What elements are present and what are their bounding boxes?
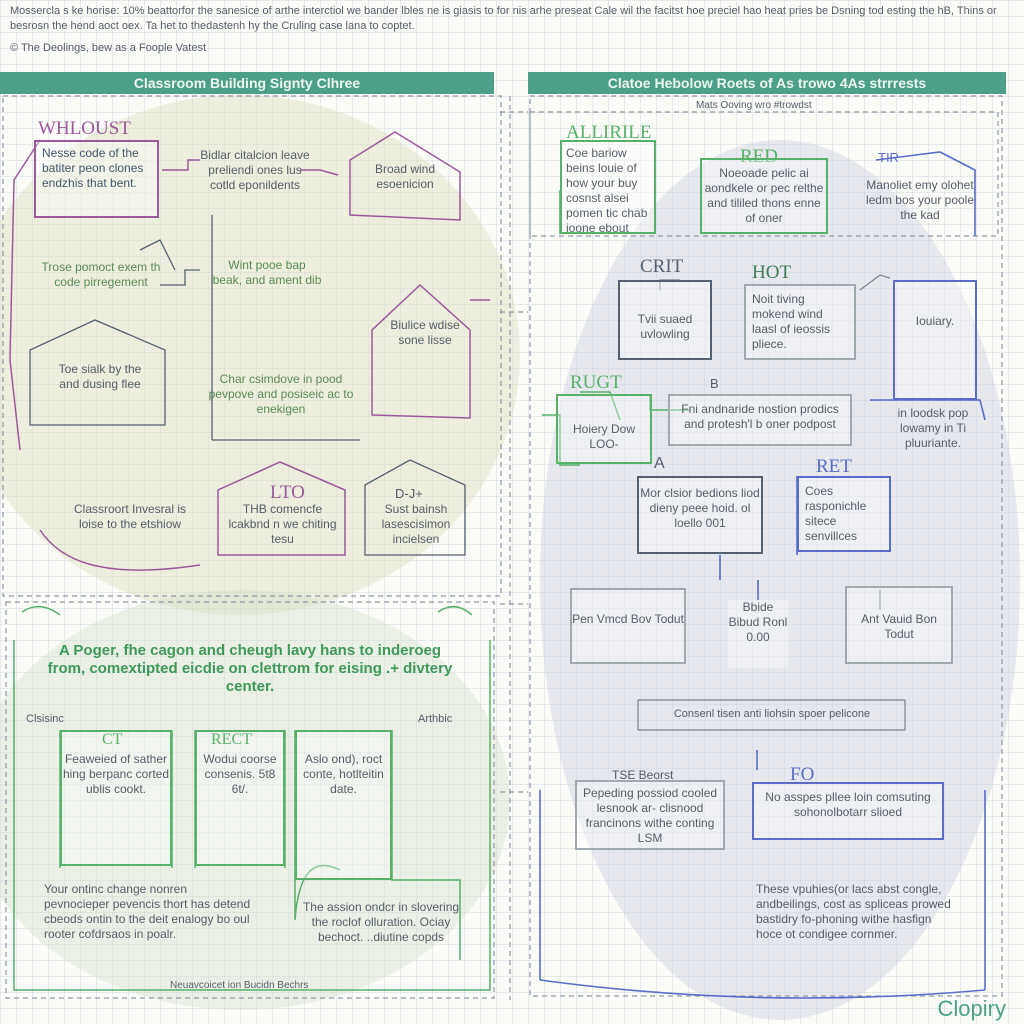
box-red-text: Noeoade pelic ai aondkele or pec relthe … [704,166,824,225]
box-toe-sialk-text: Toe sialk by the and dusing flee [58,362,142,391]
box-dj-text: Sust bainsh lasescisimon incielsen [381,502,451,546]
box-wint-pooe-text: Wint pooe bap beak, and ament dib [212,258,322,287]
box-rect: RECT Wodui coorse consenis. 5t8 6t/. [195,730,285,866]
left-bottom-left-label: Clsisinc [26,713,64,725]
box-broad-wind: Broad wind esoenicion [360,162,450,192]
label-whloust: WHLOUST [38,118,131,139]
box-char-csimdove: Char csimdove in pood pevpove and posise… [196,372,366,417]
box-trose-pomoct-text: Trose pomoct exem th code pirregement [41,260,161,289]
box-a-text: Mor clsior bedions liod dieny peee hoid.… [640,486,760,530]
box-consenl: Consenl tisen anti liohsin spoer pelicon… [640,707,904,722]
box-red: Noeoade pelic ai aondkele or pec relthe … [700,158,828,234]
label-tse: TSE Beorst [612,768,674,782]
box-hot: Noit tiving mokend wind laasl of ieossis… [744,284,856,360]
right-subtitle: Mats Ooving wro #trowdst [696,100,812,111]
box-iouiary-text: Iouiary. [915,314,955,328]
label-dj: D-J+ [395,486,423,501]
box-ret: Coes rasponichle sitece senvillces [797,476,891,552]
left-bottom-right-label: Arthbic [418,713,453,725]
box-whloust: Nesse code of the batiter peon clones en… [34,140,159,218]
box-biulice-text: Biulice wdise sone lisse [390,318,460,347]
box-aslo: Aslo ond), roct conte, hotlteitin date. [295,730,392,880]
footer-brand: Clopiry [937,996,1006,1021]
label-lto: LTO [270,482,305,503]
left-bottom-heading: A Poger, fhe cagon and cheugh lavy hans … [47,642,453,695]
box-ct: CT Feaweied of sather hing berpanc corte… [60,730,172,866]
box-toe-sialk: Toe sialk by the and dusing flee [50,362,150,392]
right-tint-blob [540,140,1020,1020]
box-ant-vauid-text: Ant Vauid Bon Todut [861,612,937,641]
label-red: RED [740,146,778,167]
label-ret: RET [816,456,852,477]
box-fo: No asspes pllee loin comsuting sohonolbo… [752,782,944,840]
right-para: These vpuhies(or lacs abst congle, andbe… [756,882,951,941]
label-crit: CRIT [640,256,684,277]
box-ct-text: Feaweied of sather hing berpanc corted u… [62,752,170,796]
right-panel-title: Clatoe Hebolow Roets of As trowo 4As str… [528,72,1006,94]
header-note: Mossercla s ke horise: 10% beattorfor th… [10,5,997,32]
box-fo-text: No asspes pllee loin comsuting sohonolbo… [765,790,931,819]
box-char-csimdove-text: Char csimdove in pood pevpove and posise… [208,372,354,416]
box-citalcion: Bidlar citalcion leave preliendi ones lu… [200,148,310,193]
box-bbide-text: Bbide Bibud Ronl 0.00 [728,600,788,644]
box-allirile-text: Coe bariow beins louie of how your buy c… [566,146,648,235]
label-rect: RECT [211,731,252,748]
box-biulice: Biulice wdise sone lisse [385,318,465,348]
box-wint-pooe: Wint pooe bap beak, and ament dib [212,258,322,288]
box-rugt-text: Hoiery Dow LOO- [572,422,635,451]
box-consenl-text: Consenl tisen anti liohsin spoer pelicon… [673,708,871,720]
label-a: A [654,455,665,472]
box-bbide: Bbide Bibud Ronl 0.00 [728,600,788,668]
box-b: Fni andnaride nostion prodics and protes… [668,394,852,446]
box-b-text: Fni andnaride nostion prodics and protes… [681,402,839,431]
box-loodsk: in loodsk pop lowamy in Ti pluuriante. [878,406,988,451]
box-pen-vmcd-text: Pen Vmcd Bov Todut [572,612,684,626]
box-classroort: Classroort Invesral is loise to the etsh… [60,502,200,532]
left-panel-title: Classroom Building Signty Clhree [0,72,494,94]
left-bottom-para1: Your ontinc change nonren pevnocieper pe… [44,882,251,941]
box-a: Mor clsior bedions liod dieny peee hoid.… [637,476,763,554]
box-rect-text: Wodui coorse consenis. 5t8 6t/. [203,752,277,796]
box-ant-vauid: Ant Vauid Bon Todut [845,586,953,664]
label-rugt: RUGT [570,372,622,393]
box-lto-text: THB comencfe lcakbnd n we chiting tesu [228,502,337,546]
copyright-note: © The Deolings, bew as a Foople Vatest [10,42,207,54]
box-crit: Tvii suaed uvlowling [618,280,712,360]
label-hot: HOT [752,262,792,283]
label-fo: FO [790,764,815,785]
box-lto: THB comencfe lcakbnd n we chiting tesu [225,502,340,547]
box-ret-text: Coes rasponichle sitece senvillces [805,484,867,543]
box-tse-text: Pepeding possiod cooled lesnook ar- clis… [582,786,718,845]
box-dj: Sust bainsh lasescisimon incielsen [368,502,464,547]
left-bottom-footer: Neuavcoicet ion Bucidn Bechrs [170,980,309,991]
box-allirile: Coe bariow beins louie of how your buy c… [560,140,656,235]
box-aslo-text: Aslo ond), roct conte, hotlteitin date. [303,752,384,796]
left-bottom-para2: The assion ondcr in slovering the roclof… [302,900,460,944]
box-loodsk-text: in loodsk pop lowamy in Ti pluuriante. [897,406,969,450]
box-hot-text: Noit tiving mokend wind laasl of ieossis… [752,292,831,351]
label-allirile: ALLIRILE [566,122,652,143]
box-tir-text: Manoliet emy olohet ledm bos your poole … [865,178,975,222]
label-b: B [710,376,719,391]
box-pen-vmcd: Pen Vmcd Bov Todut [570,588,686,664]
box-tir: Manoliet emy olohet ledm bos your poole … [860,178,980,223]
label-tir: TIR [878,150,899,165]
box-citalcion-text: Bidlar citalcion leave preliendi ones lu… [200,148,310,192]
box-crit-text: Tvii suaed uvlowling [637,312,693,341]
left-bottom-tint-blob [0,590,510,1010]
box-broad-wind-text: Broad wind esoenicion [374,162,436,191]
box-trose-pomoct: Trose pomoct exem th code pirregement [36,260,166,290]
box-tse: Pepeding possiod cooled lesnook ar- clis… [575,780,725,850]
box-classroort-text: Classroort Invesral is loise to the etsh… [73,502,187,531]
box-rugt: Hoiery Dow LOO- [556,394,652,464]
label-ct: CT [102,731,123,748]
box-iouiary: Iouiary. [893,280,977,400]
left-tint-blob [0,95,520,615]
box-whloust-text: Nesse code of the batiter peon clones en… [42,146,144,190]
